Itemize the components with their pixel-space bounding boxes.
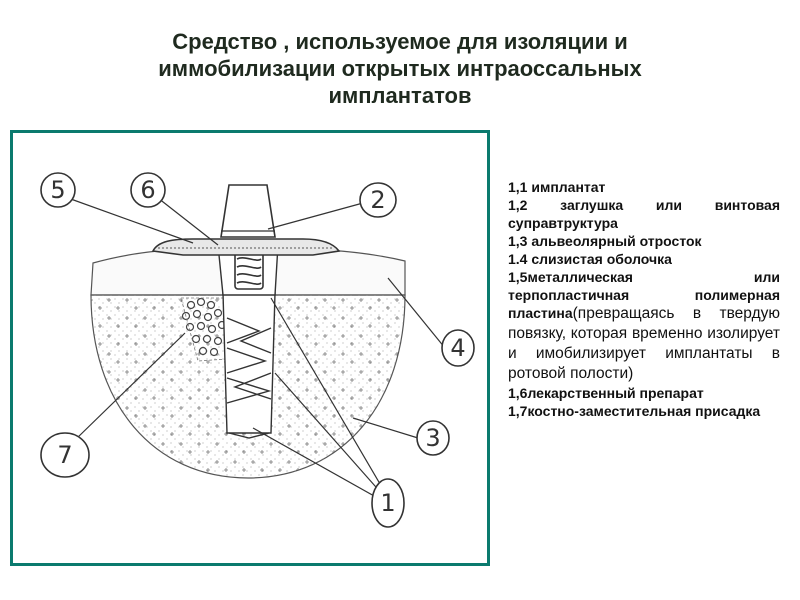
legend-item-5: 1,5металлическая или терпопластичная пол… xyxy=(508,268,780,384)
label-4-circle xyxy=(441,329,475,367)
label-4: 4 xyxy=(450,334,465,362)
title-line-1: Средство , используемое для изоляции и xyxy=(172,29,628,54)
legend-item-5-plain: (превращаясь в твердую повязку, которая … xyxy=(508,305,780,382)
implant-diagram: 5 6 2 4 3 7 1 xyxy=(40,172,475,528)
label-2-circle xyxy=(359,182,397,218)
legend-item-2: 1,2 заглушка или винтовая суправтруктура xyxy=(508,197,780,231)
label-3-circle xyxy=(416,420,450,456)
page-title: Средство , используемое для изоляции и и… xyxy=(40,28,760,109)
label-5: 5 xyxy=(50,176,65,204)
label-1-circle xyxy=(371,478,405,528)
polymer-plate xyxy=(151,238,341,256)
legend-item-7: 1,7костно-заместительная присадка xyxy=(508,403,761,419)
legend-list: 1,1 имплантат 1,2 заглушка или винтовая … xyxy=(508,178,780,420)
implant-body xyxy=(222,292,276,439)
screw-cap xyxy=(220,184,276,238)
title-line-3: имплантатов xyxy=(328,83,472,108)
label-5-circle xyxy=(40,172,76,208)
label-7-circle xyxy=(40,432,90,478)
label-3: 3 xyxy=(425,424,440,452)
legend-item-4: 1.4 слизистая оболочка xyxy=(508,251,672,267)
title-line-2: иммобилизации открытых интраоссальных xyxy=(158,56,642,81)
label-6-circle xyxy=(130,172,166,208)
legend-item-5-bold: 1,5металлическая или терпопластичная пол… xyxy=(508,269,780,321)
label-7: 7 xyxy=(57,441,72,469)
diagram-frame: 5 6 2 4 3 7 1 xyxy=(10,130,490,566)
label-1: 1 xyxy=(380,489,395,517)
label-6: 6 xyxy=(140,176,155,204)
legend-item-1: 1,1 имплантат xyxy=(508,179,606,195)
label-2: 2 xyxy=(370,186,385,214)
legend-item-6: 1,6лекарственный препарат xyxy=(508,385,704,401)
legend-item-3: 1,3 альвеолярный отросток xyxy=(508,233,702,249)
